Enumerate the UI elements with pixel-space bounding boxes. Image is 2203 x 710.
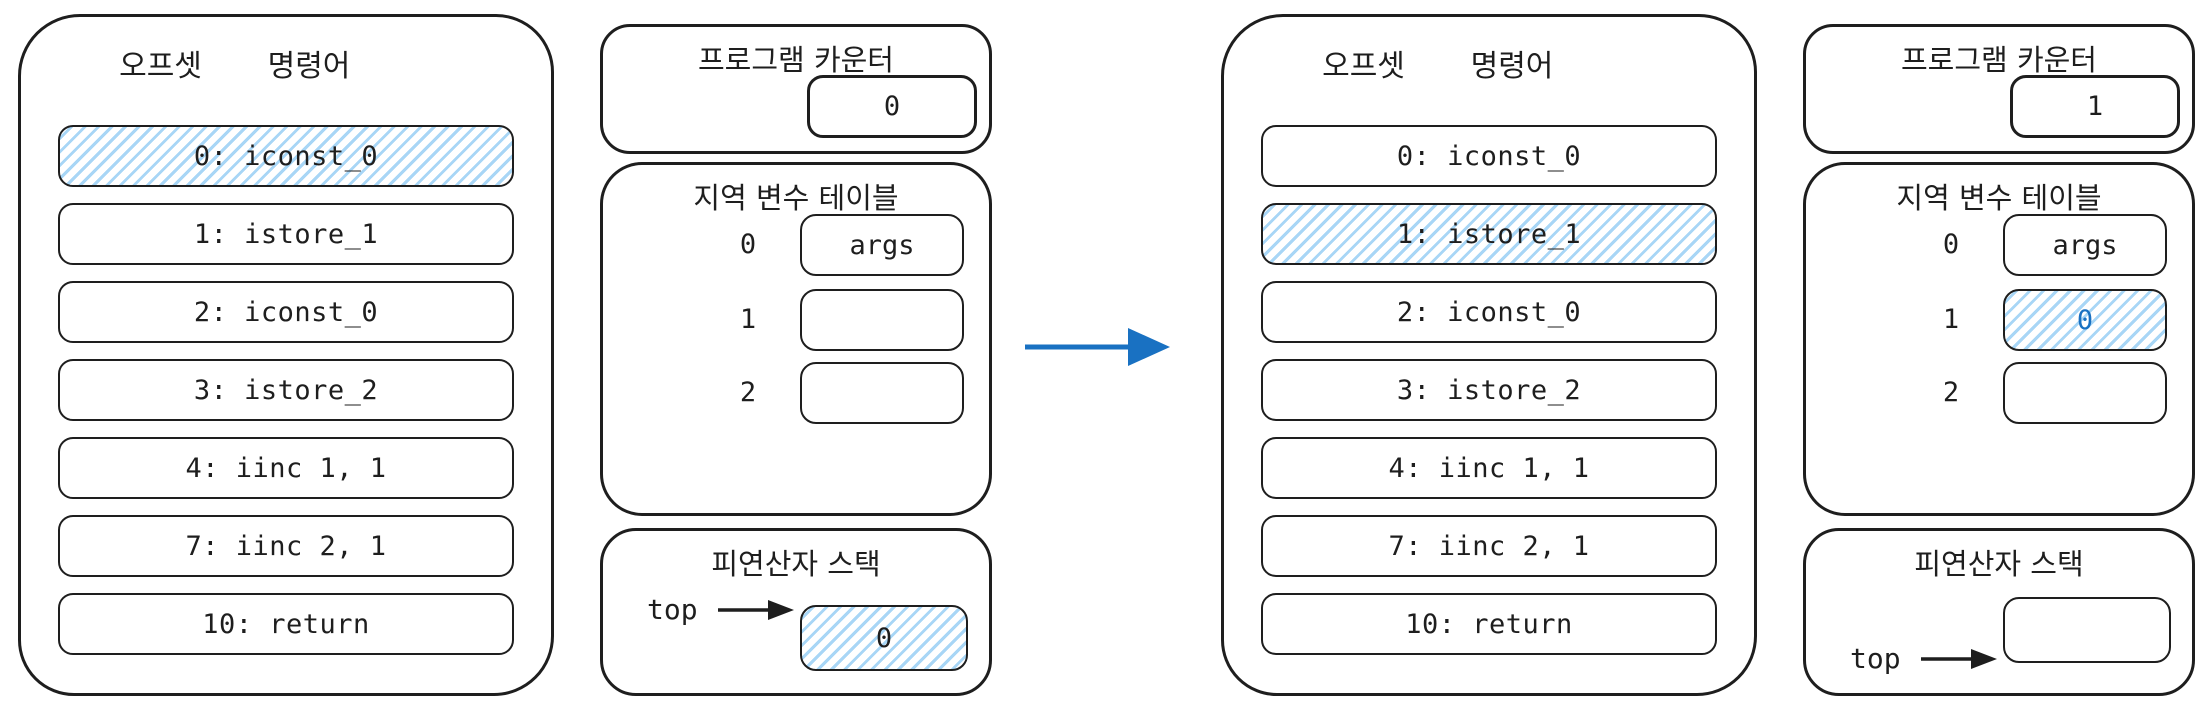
transition-arrow-icon (1025, 328, 1170, 366)
slot-value-box (800, 362, 964, 424)
instruction-row: 1: istore_1 (1261, 203, 1717, 265)
slot-value: args (849, 229, 915, 261)
local-variable-slot: 2 (1806, 362, 2192, 424)
operand-stack-title: 피연산자 스택 (711, 547, 881, 581)
slot-index: 1 (1942, 303, 1960, 335)
frame-before: 오프셋 명령어 0: iconst_0 1: istore_1 2: icons… (18, 0, 993, 710)
operand-stack: 피연산자 스택 top 0 (600, 528, 992, 696)
local-variable-slot: 0 args (603, 214, 989, 276)
slot-value: args (2052, 229, 2118, 261)
top-label: top (1850, 642, 1901, 675)
bytecode-panel-header: 오프셋 명령어 (21, 41, 551, 84)
instruction-row: 7: iinc 2, 1 (1261, 515, 1717, 577)
offset-header: 오프셋 (1322, 49, 1405, 84)
program-counter-value: 0 (807, 75, 977, 138)
local-variable-slot: 1 (603, 289, 989, 351)
local-variable-table: 지역 변수 테이블 0 args 1 2 (600, 162, 992, 516)
program-counter-box: 프로그램 카운터 1 (1803, 24, 2195, 154)
slot-value-box: args (800, 214, 964, 276)
program-counter-title: 프로그램 카운터 (698, 43, 894, 77)
instruction-row: 0: iconst_0 (1261, 125, 1717, 187)
slot-value: 0 (2076, 304, 2094, 336)
instruction-row: 10: return (58, 593, 514, 655)
instruction-row: 10: return (1261, 593, 1717, 655)
instruction-row: 3: istore_2 (58, 359, 514, 421)
instruction-header: 명령어 (267, 49, 351, 84)
local-variable-slot: 1 0 (1806, 289, 2192, 351)
instruction-row: 0: iconst_0 (58, 125, 514, 187)
local-variable-slot: 0 args (1806, 214, 2192, 276)
top-arrow-icon (717, 599, 794, 620)
program-counter-box: 프로그램 카운터 0 (600, 24, 992, 154)
slot-value-box: 0 (2003, 289, 2167, 351)
slot-value-box (800, 289, 964, 351)
stack-top-pointer: top (1850, 642, 1999, 675)
program-counter-title: 프로그램 카운터 (1901, 43, 2097, 77)
slot-index: 0 (1942, 228, 1960, 260)
bytecode-panel-header: 오프셋 명령어 (1224, 41, 1754, 84)
instruction-list: 0: iconst_0 1: istore_1 2: iconst_0 3: i… (1261, 125, 1717, 655)
instruction-row: 3: istore_2 (1261, 359, 1717, 421)
operand-stack-title: 피연산자 스택 (1914, 547, 2084, 581)
instruction-header: 명령어 (1470, 49, 1554, 84)
operand-stack: 피연산자 스택 top (1803, 528, 2195, 696)
slot-index: 2 (739, 376, 757, 408)
slot-index: 2 (1942, 376, 1960, 408)
instruction-list: 0: iconst_0 1: istore_1 2: iconst_0 3: i… (58, 125, 514, 655)
stack-value-box (2003, 597, 2171, 663)
stack-top-pointer: top (647, 593, 796, 626)
slot-value-box (2003, 362, 2167, 424)
top-arrow-icon (1920, 648, 1997, 669)
slot-value-box: args (2003, 214, 2167, 276)
local-variable-table: 지역 변수 테이블 0 args 1 0 2 (1803, 162, 2195, 516)
bytecode-panel: 오프셋 명령어 0: iconst_0 1: istore_1 2: icons… (1221, 14, 1757, 696)
local-variable-table-title: 지역 변수 테이블 (1896, 181, 2102, 215)
stack-value-box: 0 (800, 605, 968, 671)
local-variable-table-title: 지역 변수 테이블 (693, 181, 899, 215)
offset-header: 오프셋 (119, 49, 202, 84)
instruction-row: 4: iinc 1, 1 (1261, 437, 1717, 499)
instruction-row: 2: iconst_0 (58, 281, 514, 343)
frame-after: 오프셋 명령어 0: iconst_0 1: istore_1 2: icons… (1221, 0, 2196, 710)
instruction-row: 2: iconst_0 (1261, 281, 1717, 343)
slot-index: 0 (739, 228, 757, 260)
slot-index: 1 (739, 303, 757, 335)
instruction-row: 7: iinc 2, 1 (58, 515, 514, 577)
bytecode-panel: 오프셋 명령어 0: iconst_0 1: istore_1 2: icons… (18, 14, 554, 696)
instruction-row: 4: iinc 1, 1 (58, 437, 514, 499)
top-label: top (647, 593, 698, 626)
instruction-row: 1: istore_1 (58, 203, 514, 265)
local-variable-slot: 2 (603, 362, 989, 424)
program-counter-value: 1 (2010, 75, 2180, 138)
